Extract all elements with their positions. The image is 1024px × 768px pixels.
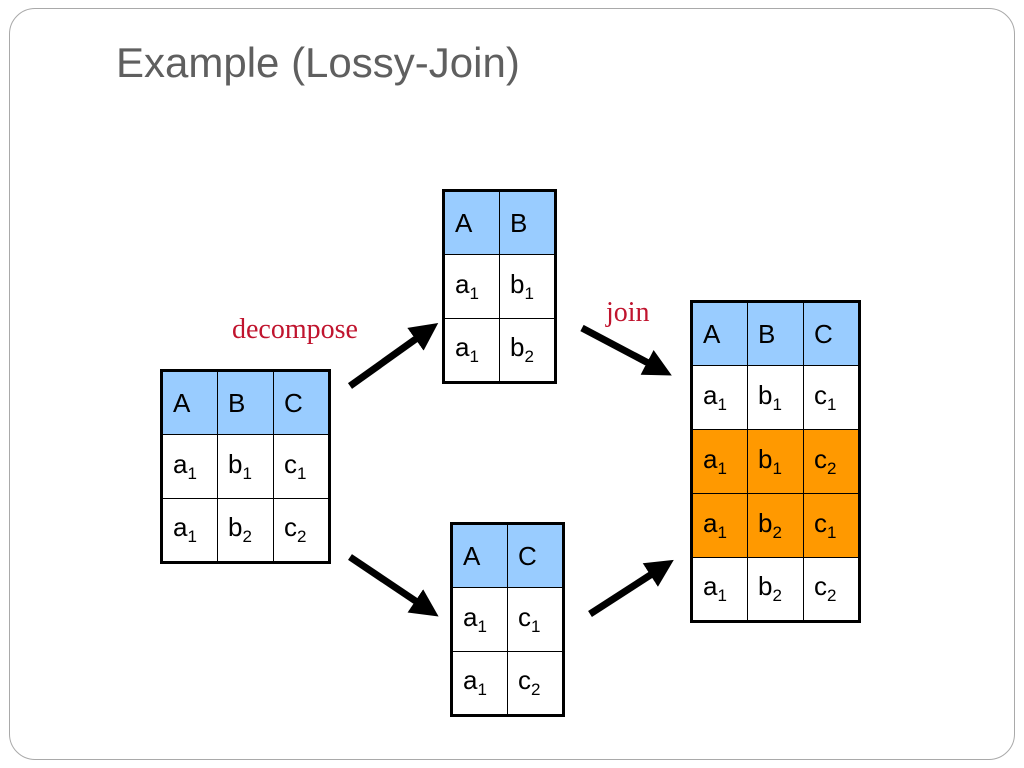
table-cell: c1	[803, 493, 860, 558]
decompose-arrow-down	[348, 554, 439, 617]
table-cell: a1	[691, 493, 748, 558]
join-label: join	[606, 297, 650, 328]
table-cell: c2	[507, 651, 564, 716]
join-arrow-from-ab	[580, 324, 672, 376]
column-header: C	[273, 370, 330, 435]
table-cell: a1	[161, 434, 218, 499]
table-cell: b2	[747, 557, 804, 622]
column-header: B	[499, 190, 556, 255]
table-cell: a1	[451, 651, 508, 716]
table-cell: c2	[803, 429, 860, 494]
projection-ab-table: A B a1 b1 a1 b2	[442, 189, 557, 384]
column-header: C	[507, 523, 564, 588]
table-cell: c2	[273, 498, 330, 563]
table-cell: a1	[443, 318, 500, 383]
join-arrow-from-ac	[588, 559, 674, 617]
table-header-row: A B C	[161, 370, 330, 435]
table-row: a1 c2	[451, 651, 564, 716]
table-header-row: A B	[443, 190, 556, 255]
slide-frame	[9, 8, 1015, 760]
decompose-arrow-up	[347, 322, 439, 389]
column-header: A	[451, 523, 508, 588]
table-cell: a1	[161, 498, 218, 563]
column-header: B	[747, 301, 804, 366]
column-header: A	[161, 370, 218, 435]
projection-ac-table: A C a1 c1 a1 c2	[450, 522, 565, 717]
table-cell: c1	[273, 434, 330, 499]
table-cell: c2	[803, 557, 860, 622]
joined-relation-table: A B C a1 b1 c1 a1 b1 c2 a1 b2 c1 a1 b2 c…	[690, 300, 861, 623]
table-cell: a1	[443, 254, 500, 319]
table-header-row: A C	[451, 523, 564, 588]
slide-title: Example (Lossy-Join)	[116, 39, 520, 86]
table-cell: b2	[217, 498, 274, 563]
table-cell: c1	[803, 365, 860, 430]
table-cell: b1	[747, 429, 804, 494]
table-row: a1 b1 c1	[691, 365, 860, 430]
spurious-row: a1 b1 c2	[691, 429, 860, 494]
table-row: a1 b2	[443, 318, 556, 383]
column-header: C	[803, 301, 860, 366]
table-row: a1 b2 c2	[691, 557, 860, 622]
table-row: a1 b2 c2	[161, 498, 330, 563]
table-cell: b1	[747, 365, 804, 430]
table-cell: b2	[747, 493, 804, 558]
decompose-label: decompose	[232, 314, 358, 345]
original-relation-table: A B C a1 b1 c1 a1 b2 c2	[160, 369, 331, 564]
column-header: A	[443, 190, 500, 255]
table-cell: b2	[499, 318, 556, 383]
table-row: a1 b1 c1	[161, 434, 330, 499]
spurious-row: a1 b2 c1	[691, 493, 860, 558]
table-header-row: A B C	[691, 301, 860, 366]
table-cell: a1	[451, 587, 508, 652]
table-cell: b1	[217, 434, 274, 499]
